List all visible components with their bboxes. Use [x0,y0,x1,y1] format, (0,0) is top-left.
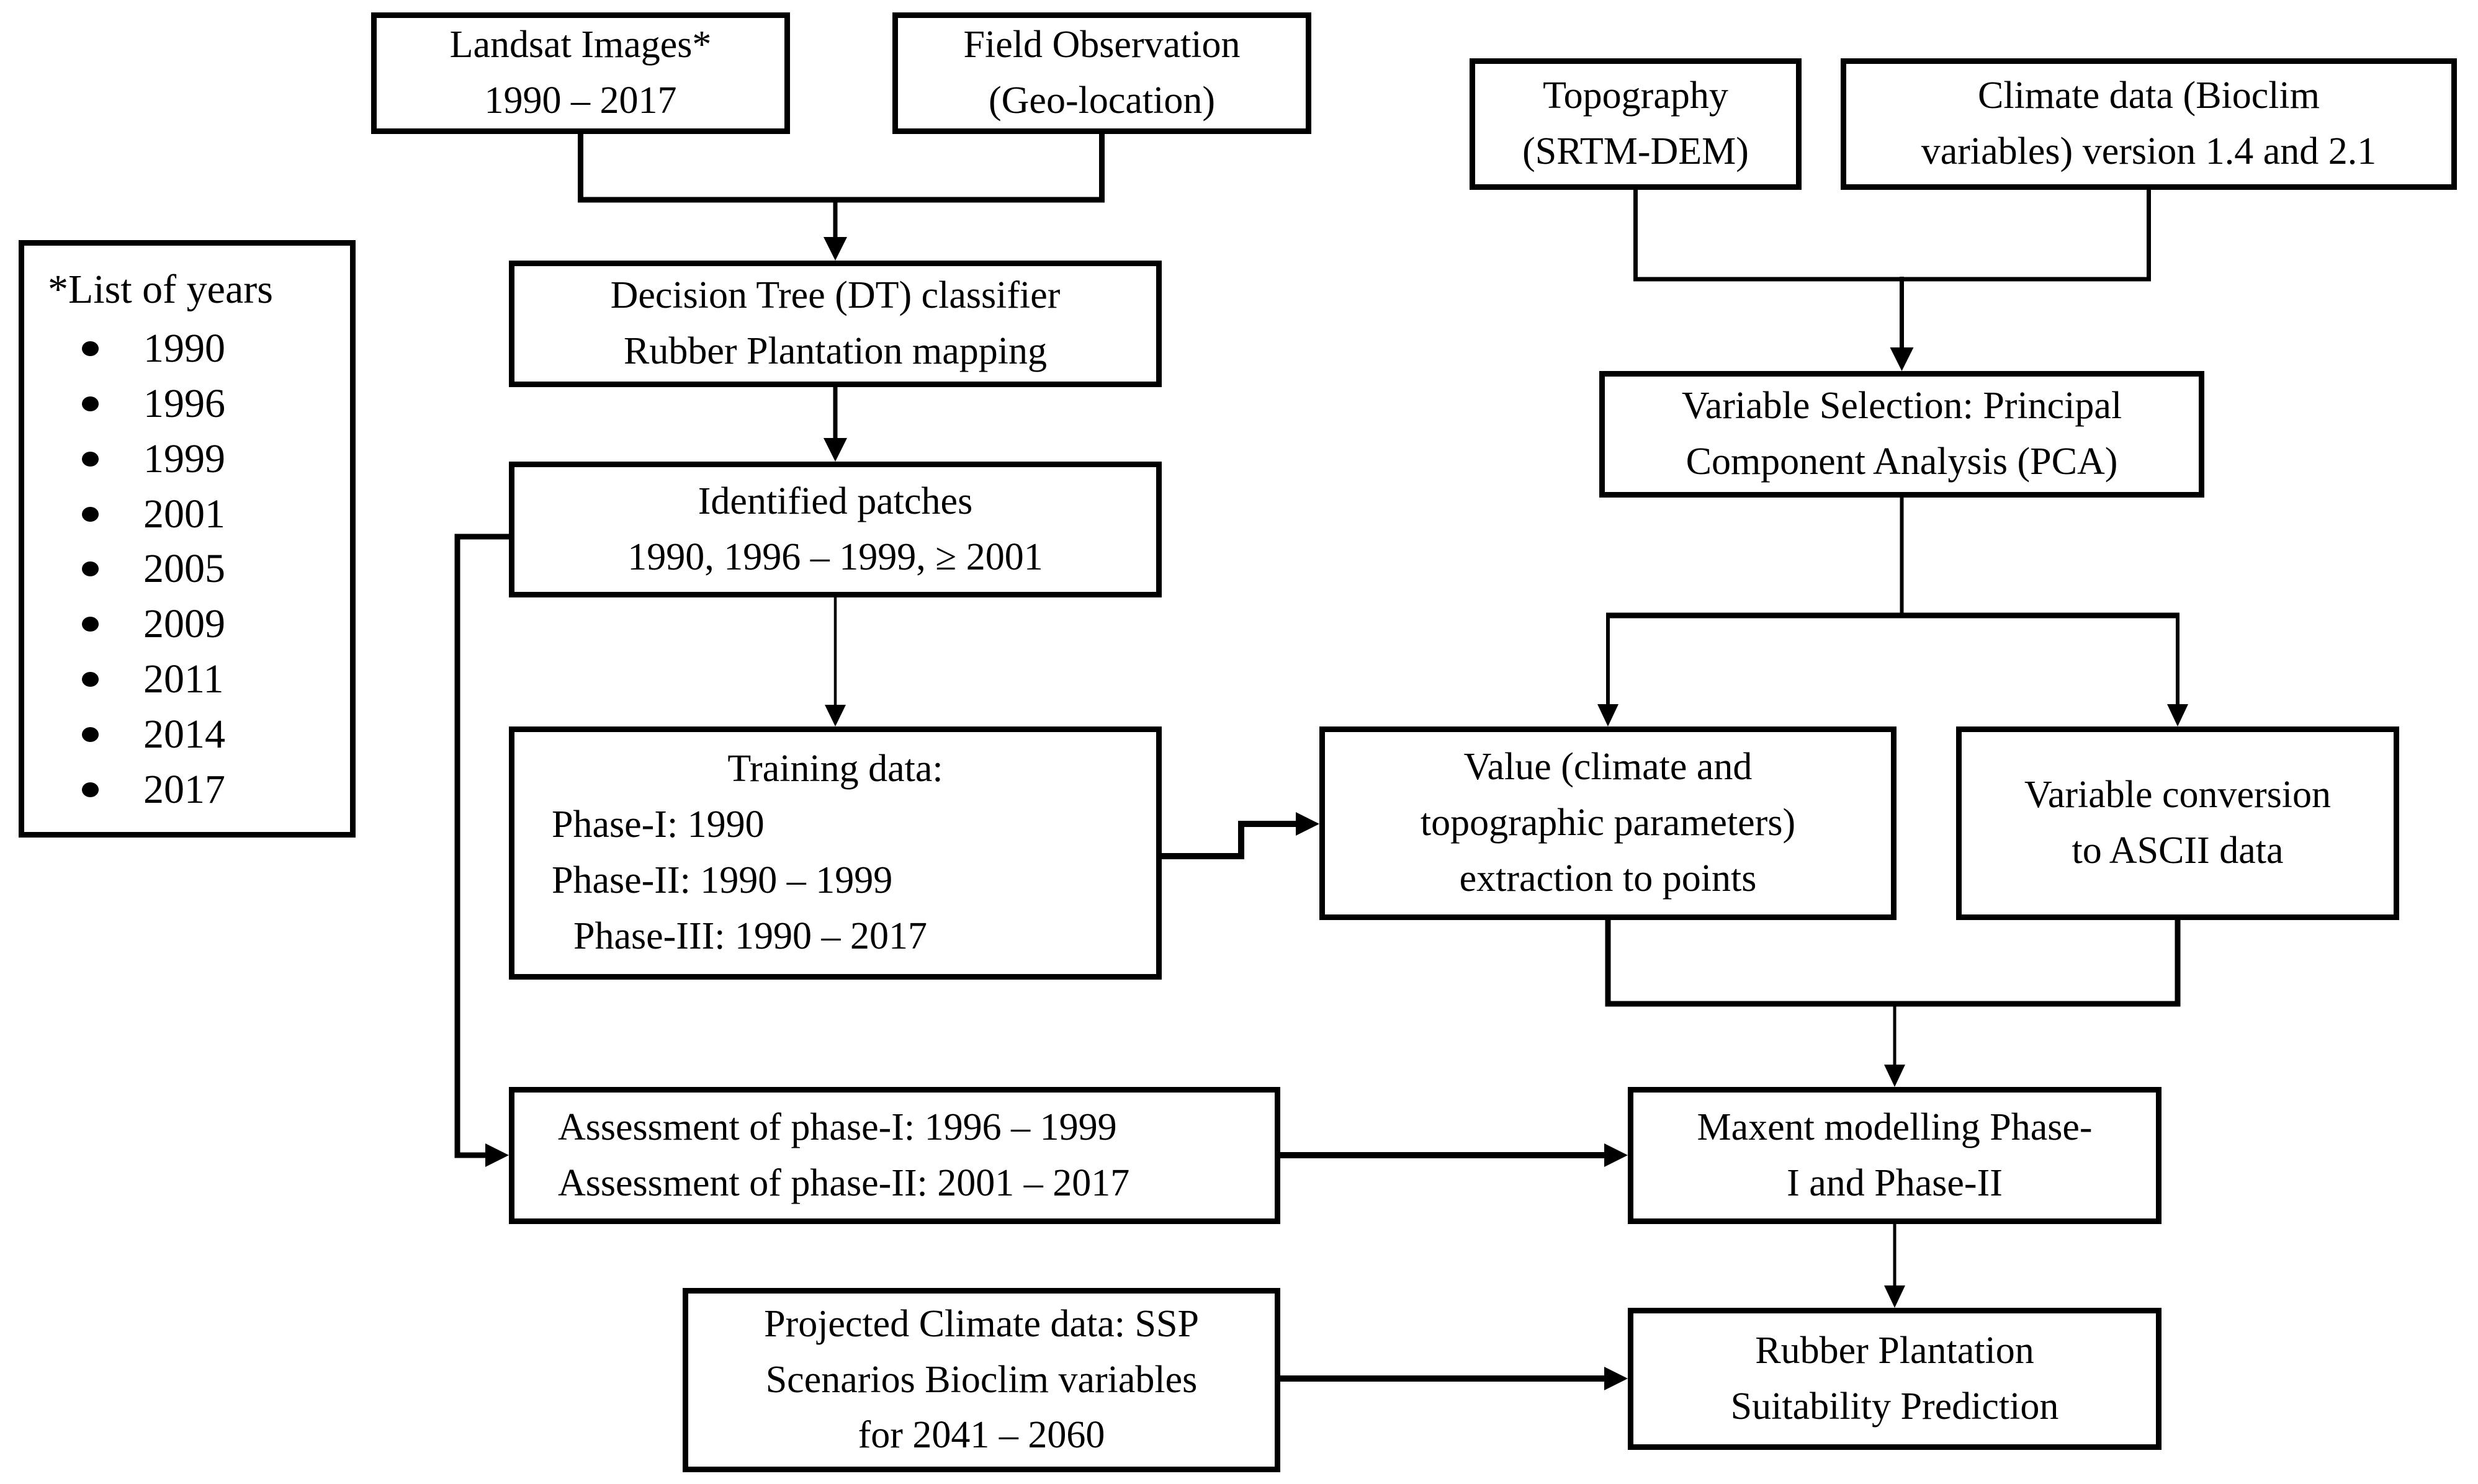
text-line: extraction to points [1459,857,1757,900]
year-value: 2005 [143,546,225,592]
arrowhead-into-identified [824,438,847,462]
bullet-icon [82,341,99,357]
text-line: Rubber Plantation mapping [624,330,1047,372]
year-value: 2017 [143,766,225,812]
bullet-icon [82,561,99,577]
list-item: 1999 [48,431,344,486]
box-field-observation: Field Observation (Geo-location) [892,12,1311,134]
year-value: 2009 [143,601,225,647]
text-line: to ASCII data [2072,829,2284,872]
text-line: for 2041 – 2060 [858,1414,1105,1457]
bullet-icon [82,782,99,797]
bullet-icon [82,671,99,687]
text-line: I and Phase-II [1787,1161,2003,1204]
text-line: Maxent modelling Phase- [1697,1106,2093,1148]
text-line: Component Analysis (PCA) [1686,440,2118,483]
text-line: (SRTM-DEM) [1522,130,1749,172]
text-line: Assessment of phase-I: 1996 – 1999 [558,1106,1117,1148]
bullet-icon [82,506,99,522]
list-item: 2009 [48,597,344,652]
text-line: Phase-I: 1990 [552,803,765,846]
list-item: 2005 [48,542,344,597]
text-line: Variable conversion [2024,774,2332,816]
box-training-data: Training data: Phase-I: 1990 Phase-II: 1… [509,726,1162,980]
training-data-title: Training data: [727,748,943,790]
bullet-icon [82,451,99,467]
text-line: Phase-II: 1990 – 1999 [552,859,893,901]
arrowhead-into-value-left [1296,812,1319,836]
text-line: Suitability Prediction [1730,1385,2059,1428]
year-value: 1996 [143,381,225,427]
box-landsat-images: Landsat Images* 1990 – 2017 [371,12,790,134]
text-line: Projected Climate data: SSP [764,1302,1199,1345]
list-item: 2017 [48,762,344,817]
box-year-list: *List of years 1990 1996 1999 2001 2005 … [19,240,356,838]
arrowhead-into-value-top [1597,704,1618,726]
text-line: (Geo-location) [989,79,1215,122]
box-maxent-modelling: Maxent modelling Phase- I and Phase-II [1628,1087,2162,1224]
year-value: 2001 [143,491,225,537]
arrowhead-into-assessment [485,1143,509,1167]
connector-value-ascii-merge [1605,920,2181,1007]
arrowhead-into-dt [824,237,847,261]
list-item: 2014 [48,707,344,762]
arrowhead-into-suitability-left [1604,1367,1628,1390]
text-line: 1990, 1996 – 1999, ≥ 2001 [627,535,1043,578]
text-line: Scenarios Bioclim variables [765,1358,1198,1401]
text-line: Field Observation [963,24,1241,66]
year-value: 2011 [143,656,224,702]
list-item: 2011 [48,652,344,707]
box-pca-variable-selection: Variable Selection: Principal Component … [1599,371,2204,498]
list-item: 2001 [48,486,344,542]
arrowhead-into-maxent-top [1884,1065,1905,1087]
text-line: Phase-III: 1990 – 2017 [573,914,927,957]
box-climate-data: Climate data (Bioclim variables) version… [1841,58,2457,190]
arrowhead-into-pca [1890,347,1914,371]
box-assessment: Assessment of phase-I: 1996 – 1999 Asses… [509,1087,1280,1224]
connector-topo-climate-merge [1633,190,2151,282]
bullet-icon [82,396,99,411]
box-value-extraction: Value (climate and topographic parameter… [1319,726,1897,920]
text-line: variables) version 1.4 and 2.1 [1921,130,2377,172]
bullet-icon [82,726,99,742]
text-line: topographic parameters) [1420,802,1796,844]
arrowhead-into-maxent-left [1604,1143,1628,1167]
arrowhead-into-ascii-top [2167,704,2188,726]
box-topography: Topography (SRTM-DEM) [1470,58,1802,190]
year-list-title: *List of years [48,267,273,312]
text-line: 1990 – 2017 [484,79,677,122]
year-value: 2014 [143,711,225,757]
arrowhead-into-training [825,705,846,726]
connector-landsat-fieldobs-merge [578,134,1105,203]
connector-identified-to-assessment [454,534,509,1158]
year-value: 1999 [143,436,225,481]
box-identified-patches: Identified patches 1990, 1996 – 1999, ≥ … [509,462,1162,597]
text-line: Value (climate and [1463,746,1753,789]
list-item: 1996 [48,377,344,432]
box-suitability-prediction: Rubber Plantation Suitability Prediction [1628,1308,2162,1450]
bullet-icon [82,617,99,632]
box-projected-climate: Projected Climate data: SSP Scenarios Bi… [683,1288,1280,1472]
box-ascii-conversion: Variable conversion to ASCII data [1956,726,2399,920]
text-line: Identified patches [698,480,973,522]
text-line: Assessment of phase-II: 2001 – 2017 [558,1161,1130,1204]
text-line: Rubber Plantation [1755,1329,2034,1372]
text-line: Landsat Images* [449,24,712,66]
year-value: 1990 [143,326,225,372]
list-item: 1990 [48,321,344,377]
connector-training-to-value [1162,821,1300,859]
arrowhead-into-suitability-top [1884,1285,1905,1308]
text-line: Topography [1543,74,1728,117]
text-line: Decision Tree (DT) classifier [610,274,1061,317]
box-dt-classifier: Decision Tree (DT) classifier Rubber Pla… [509,261,1162,387]
text-line: Climate data (Bioclim [1978,74,2320,117]
text-line: Variable Selection: Principal [1681,385,2122,427]
